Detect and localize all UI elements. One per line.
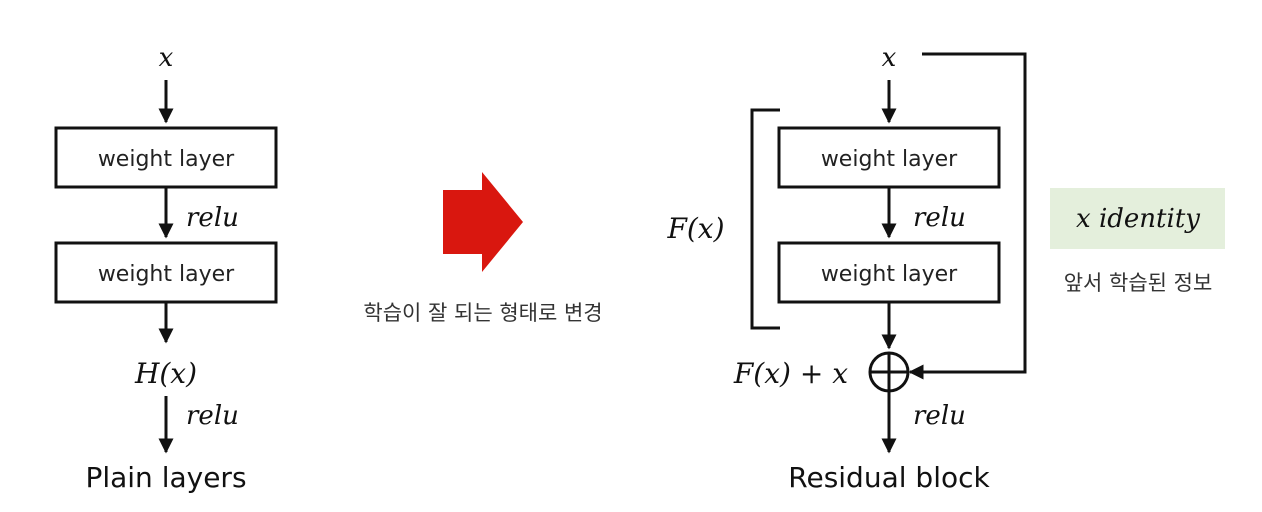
residual-weight-layer-1-label: weight layer [821, 147, 958, 172]
residual-relu-1-label: relu [913, 203, 966, 233]
plain-weight-layer-1-label: weight layer [98, 147, 235, 172]
residual-block-diagram: x F(x) weight layer relu weight layer F(… [666, 43, 1225, 494]
plain-relu-1-label: relu [186, 203, 239, 233]
residual-weight-layer-1 [777, 126, 1001, 189]
residual-sum-label: F(x) + x [733, 357, 848, 390]
plain-layers-diagram: x weight layer relu weight layer H(x) re… [54, 43, 278, 494]
identity-note: 앞서 학습된 정보 [1064, 271, 1213, 295]
plain-input-label: x [159, 43, 174, 73]
plain-output-label: H(x) [134, 357, 197, 390]
plain-caption: Plain layers [85, 461, 246, 494]
transition: 학습이 잘 되는 형태로 변경 [363, 172, 603, 325]
residual-input-label: x [882, 43, 897, 73]
residual-caption: Residual block [788, 461, 990, 494]
residual-relu-2-label: relu [913, 401, 966, 431]
plain-weight-layer-2 [54, 241, 278, 304]
fx-bracket [750, 108, 780, 330]
transition-arrow-icon [443, 172, 523, 272]
residual-fx-label: F(x) [666, 212, 724, 245]
transition-description: 학습이 잘 되는 형태로 변경 [363, 301, 602, 325]
plain-relu-2-label: relu [186, 401, 239, 431]
identity-skip-connection [908, 52, 1027, 380]
identity-label: x identity [1076, 204, 1200, 234]
identity-highlight-box [1050, 188, 1225, 249]
residual-weight-layer-2-label: weight layer [821, 262, 958, 287]
plain-weight-layer-2-label: weight layer [98, 262, 235, 287]
